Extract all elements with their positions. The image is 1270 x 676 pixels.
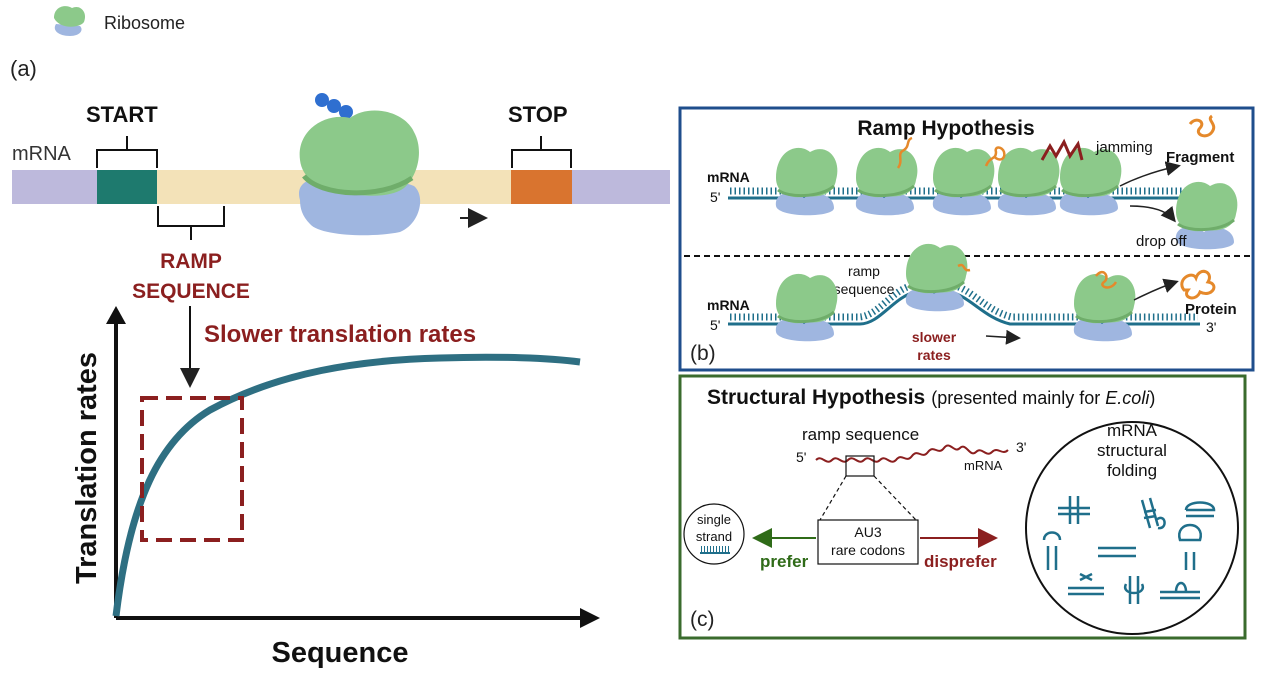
rna-structure-icon: [1178, 523, 1202, 570]
nascent-peptide: [1095, 270, 1118, 289]
ramp-label-line2: sequence: [834, 281, 895, 297]
nascent-peptide: [896, 136, 913, 169]
three-prime-label: 3': [1016, 439, 1026, 455]
codon-box: [817, 519, 919, 565]
ribosome-icon: [774, 146, 839, 217]
folding-label-line3: folding: [1107, 461, 1157, 480]
start-codon: [97, 170, 157, 204]
protein-label: Protein: [1185, 301, 1237, 318]
codon-label-line2: rare codons: [831, 542, 905, 558]
ramp-hypothesis-title: Ramp Hypothesis: [857, 117, 1034, 140]
drop-off-label: drop off: [1136, 233, 1187, 250]
ribosome-icon: [774, 272, 839, 343]
start-bracket: [96, 136, 158, 168]
stop-codon: [511, 170, 572, 204]
stop-label: STOP: [508, 102, 568, 127]
protein-arrow: [1133, 278, 1179, 301]
prefer-label: prefer: [760, 552, 809, 571]
mrna-squiggle: [815, 444, 1009, 463]
ribosome-icon: [904, 242, 969, 313]
ribosome-icon: [996, 146, 1061, 217]
slower-label-line2: rates: [917, 347, 951, 363]
x-axis-label: Sequence: [272, 637, 409, 669]
ribosome-icon: [931, 146, 996, 217]
folding-label-line1: mRNA: [1107, 421, 1158, 440]
ramp-label-line1: ramp: [848, 263, 880, 279]
ribosome-icon: [1072, 272, 1137, 343]
jamming-arrow: [1119, 161, 1181, 187]
rna-structure-icon: [1098, 546, 1136, 558]
mrna-label: mRNA: [964, 458, 1003, 473]
rna-structure-icon: [1123, 576, 1145, 604]
single-strand-line1: single: [697, 512, 731, 527]
folding-circle: [1025, 421, 1239, 635]
fragment-label: Fragment: [1166, 149, 1234, 166]
mrna-strip: [12, 170, 670, 204]
panel-b: Ramp Hypothesis mRNA 5' 3' jamming Fragm…: [678, 106, 1255, 372]
folding-label-line2: structural: [1097, 441, 1167, 460]
panel-a-label: (a): [10, 56, 37, 81]
nascent-peptide: [957, 263, 971, 272]
rna-structure-icon: [1042, 531, 1062, 570]
ribosome-icon: [854, 146, 919, 217]
rna-structure-icon: [1140, 497, 1160, 529]
nascent-peptide: [984, 146, 1006, 167]
structural-hypothesis-title: Structural Hypothesis(presented mainly f…: [707, 386, 1155, 409]
rna-structure-icon: [1184, 501, 1216, 518]
jamming-label: jamming: [1095, 139, 1153, 156]
drop-off-arrow: [1129, 205, 1176, 223]
codon-label-line1: AU3: [854, 524, 881, 540]
rna-structure-icon: [1155, 516, 1166, 530]
rna-structure-icon: [1160, 581, 1200, 600]
panel-a: (a) mRNA START STOP RAMP SEQUENCE Slower…: [10, 56, 670, 669]
five-prime-label: 5': [796, 449, 806, 465]
ribosome-legend-label: Ribosome: [104, 13, 185, 33]
ramp-sequence-label: ramp sequence: [802, 425, 919, 444]
disprefer-label: disprefer: [924, 552, 997, 571]
main-ribosome: [298, 93, 421, 236]
panel-c-label: (c): [690, 608, 715, 631]
slower-label-line1: slower: [912, 329, 957, 345]
mrna-top-label: mRNA: [707, 169, 750, 185]
rna-structures: [1042, 496, 1216, 604]
y-axis-label: Translation rates: [71, 352, 103, 584]
single-strand-line2: strand: [696, 529, 732, 544]
five-prime-top: 5': [710, 189, 720, 205]
progress-arrow: [985, 329, 1021, 345]
fragment-peptide-icon: [1188, 114, 1216, 138]
rna-structure-icon: [1068, 572, 1104, 596]
stop-bracket: [511, 136, 572, 168]
collision-burst-icon: [1040, 138, 1084, 161]
ramp-region-box: [140, 396, 244, 542]
start-label: START: [86, 102, 158, 127]
folded-protein-icon: [1180, 269, 1216, 300]
mrna-label: mRNA: [12, 143, 72, 165]
ribosome-icon: [1058, 146, 1123, 217]
five-prime-bottom: 5': [710, 317, 720, 333]
rna-structure-icon: [1058, 496, 1090, 524]
ramp-label-line1: RAMP: [160, 250, 222, 273]
codon-zoom-box: [845, 455, 875, 477]
panel-c: Structural Hypothesis(presented mainly f…: [678, 374, 1247, 640]
panel-b-label: (b): [690, 342, 716, 365]
ramp-bracket: [157, 206, 225, 240]
ribosome-legend-icon: [54, 6, 86, 36]
mrna-bottom-label: mRNA: [707, 297, 750, 313]
rate-curve: [112, 353, 581, 617]
zoom-line-right: [873, 475, 917, 521]
translation-rate-plot: Translation rates Sequence: [71, 306, 600, 669]
zoom-line-left: [819, 475, 847, 521]
ramp-label-line2: SEQUENCE: [132, 280, 250, 303]
legend: Ribosome: [54, 6, 185, 36]
slower-translation-label: Slower translation rates: [204, 321, 476, 348]
three-prime-bottom: 3': [1206, 319, 1216, 335]
